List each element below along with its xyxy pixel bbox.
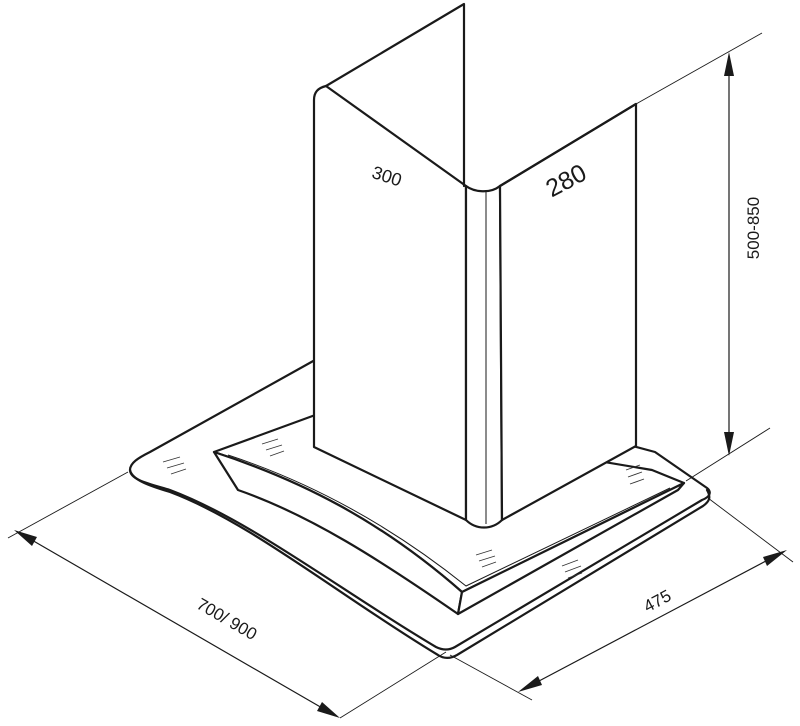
chimney-top-back-edge xyxy=(324,2,466,188)
chimney-corner-band xyxy=(464,184,504,529)
reflection-mark xyxy=(475,549,497,568)
width-extension-right xyxy=(339,651,447,719)
dimension-height: 500-850 xyxy=(635,32,771,482)
reflection-mark xyxy=(625,464,645,485)
width-dimension-line xyxy=(17,531,337,717)
depth-extension-right xyxy=(707,497,794,563)
depth-dimension-line xyxy=(521,551,784,691)
width-arrow-left xyxy=(14,530,37,546)
chimney-top-right-edge xyxy=(498,102,638,188)
height-label: 500-850 xyxy=(744,197,763,259)
chimney-left-face xyxy=(312,84,468,522)
height-extension-top xyxy=(635,32,763,105)
reflection-mark xyxy=(261,438,285,457)
body-side-face xyxy=(456,481,686,616)
depth-arrow-right xyxy=(763,550,787,566)
width-label: 700/ 900 xyxy=(193,594,260,644)
glass-reflection-marks xyxy=(162,438,645,579)
body-inner-rim xyxy=(227,454,671,587)
reflection-mark xyxy=(561,559,583,579)
chimney xyxy=(312,2,638,529)
width-extension-left xyxy=(7,471,129,539)
reflection-mark xyxy=(162,456,187,475)
depth-arrow-left xyxy=(518,676,542,692)
width-arrow-right xyxy=(317,702,340,718)
height-arrow-top xyxy=(724,52,734,76)
height-arrow-bottom xyxy=(724,432,734,456)
height-extension-bottom xyxy=(685,427,771,482)
depth-extension-left xyxy=(449,654,533,701)
glass-edge xyxy=(128,468,711,660)
